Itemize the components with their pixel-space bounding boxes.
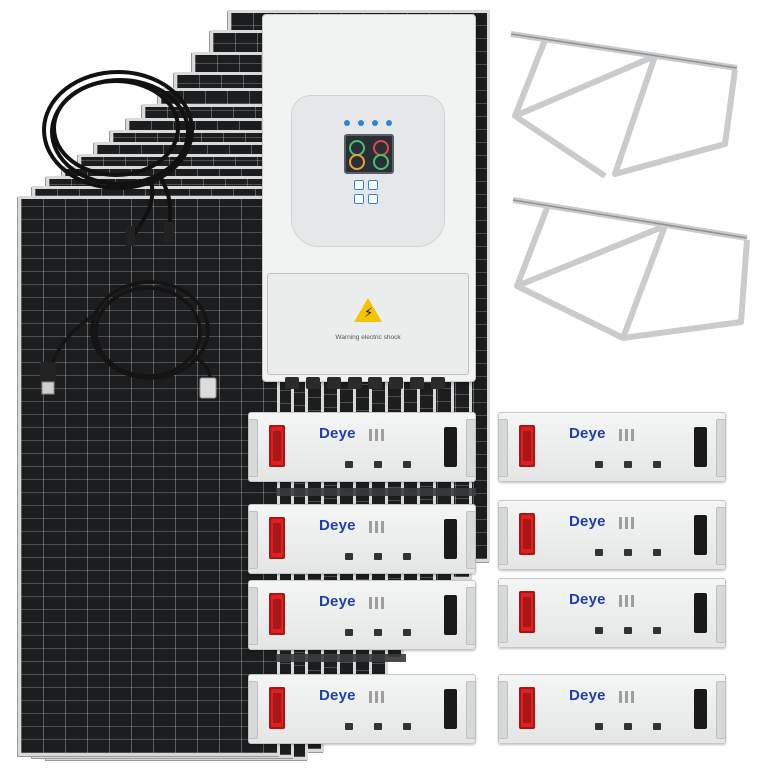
cable-glands [285,377,445,391]
brand-logo: Deye [319,425,356,442]
negative-terminal-icon [694,515,707,555]
usb-rj45-cable-coil [40,280,217,399]
battery-rail [276,654,406,662]
brand-logo: Deye [569,591,606,608]
down-button-icon [354,194,364,204]
gauge-icon [349,154,365,170]
solar-panel [18,196,280,756]
comm-ports-icon [369,521,387,533]
positive-terminal-icon [269,593,285,635]
warning-triangle-icon [354,298,382,322]
battery-module: Deye [498,674,726,744]
up-button-icon [368,180,378,190]
negative-terminal-icon [694,689,707,729]
brand-logo: Deye [319,517,356,534]
enter-button-icon [368,194,378,204]
positive-terminal-icon [269,425,285,467]
comm-ports-icon [619,595,637,607]
brand-logo: Deye [569,687,606,704]
brand-logo: Deye [569,425,606,442]
inverter-wiring-cover: ⚡ Warning electric shock [267,273,469,375]
status-led-icon [358,120,364,126]
battery-module: Deye [498,412,726,482]
negative-terminal-icon [444,519,457,559]
switch-row [345,629,411,637]
battery-module: Deye [498,500,726,570]
status-led-icon [372,120,378,126]
warning-label: Warning electric shock [335,334,401,341]
switch-row [595,627,661,635]
brand-logo: Deye [319,687,356,704]
positive-terminal-icon [269,687,285,729]
comm-ports-icon [619,691,637,703]
brand-logo: Deye [569,513,606,530]
comm-ports-icon [369,691,387,703]
switch-row [595,461,661,469]
comm-ports-icon [619,429,637,441]
battery-module: Deye [248,674,476,744]
mounting-bracket [510,31,738,179]
switch-row [345,553,411,561]
comm-ports-icon [619,517,637,529]
negative-terminal-icon [444,427,457,467]
comm-ports-icon [369,429,387,441]
gauge-icon [373,154,389,170]
status-led-icon [344,120,350,126]
battery-module: Deye [248,412,476,482]
positive-terminal-icon [519,425,535,467]
switch-row [595,723,661,731]
hybrid-inverter: ⚡ Warning electric shock [262,14,476,389]
positive-terminal-icon [519,591,535,633]
switch-row [345,461,411,469]
battery-module: Deye [248,580,476,650]
lcd-screen [344,134,394,174]
switch-row [595,549,661,557]
mounting-bracket [512,197,750,341]
status-led-icon [386,120,392,126]
menu-button-icon [354,180,364,190]
brand-logo: Deye [319,593,356,610]
negative-terminal-icon [444,595,457,635]
battery-module: Deye [498,578,726,648]
switch-row [345,723,411,731]
lightning-bolt-icon: ⚡ [364,306,374,321]
mc4-cable-coil [42,70,194,246]
positive-terminal-icon [269,517,285,559]
positive-terminal-icon [519,513,535,555]
comm-ports-icon [369,597,387,609]
battery-rail [276,488,476,496]
negative-terminal-icon [444,689,457,729]
negative-terminal-icon [694,427,707,467]
positive-terminal-icon [519,687,535,729]
battery-module: Deye [248,504,476,574]
negative-terminal-icon [694,593,707,633]
inverter-display-panel [291,95,445,247]
